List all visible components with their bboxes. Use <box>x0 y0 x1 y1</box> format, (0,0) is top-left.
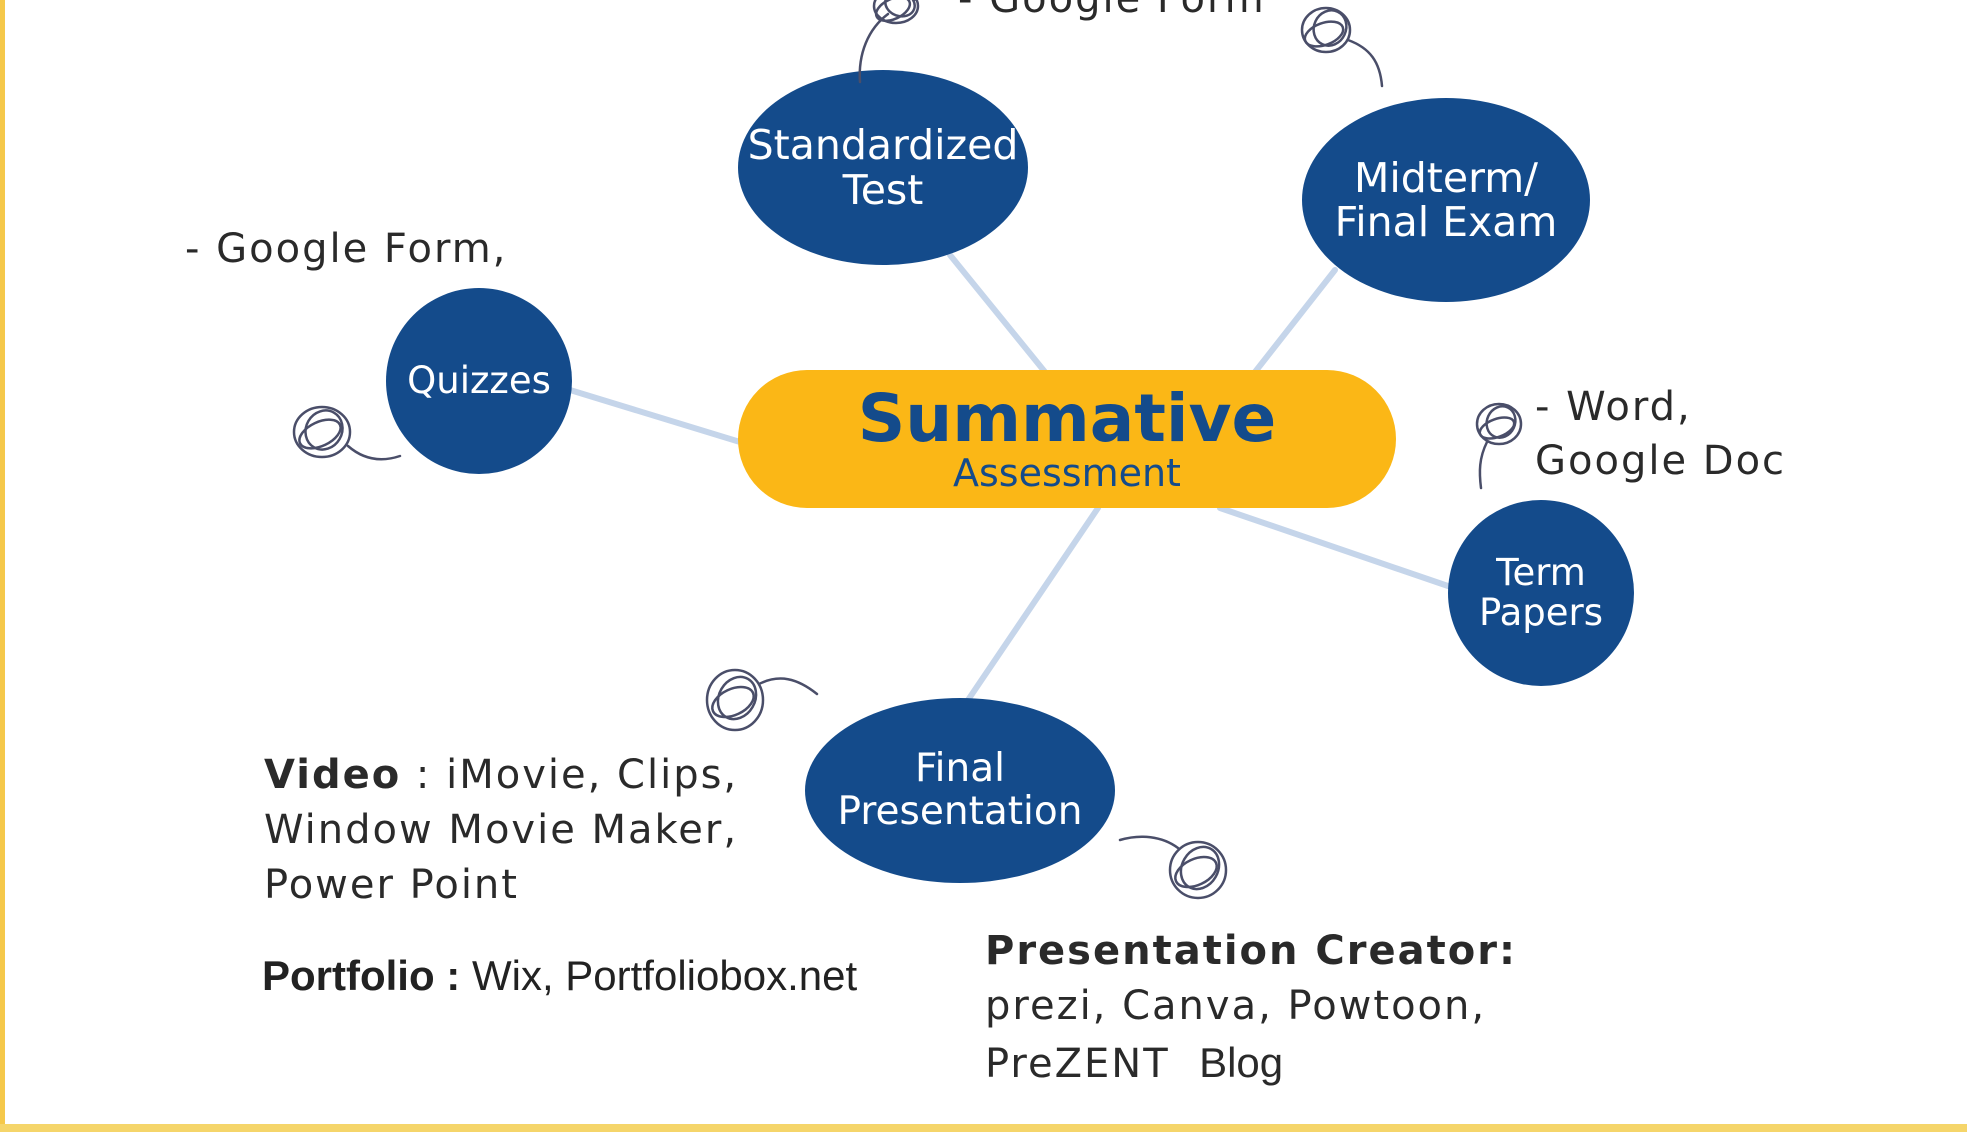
scribble-icon <box>1300 6 1384 88</box>
note-presentation-creator: Presentation Creator: prezi, Canva, Powt… <box>985 924 1517 1093</box>
scribble-icon <box>1118 835 1228 900</box>
note-term-papers-tools: - Word, Google Doc <box>1535 384 1787 484</box>
connector-midterm <box>1252 267 1338 375</box>
presentation-label: Presentation Creator: <box>985 928 1517 974</box>
frame-border-left <box>0 0 5 1132</box>
portfolio-label: Portfolio : <box>262 952 461 999</box>
node-midterm-final-exam: Midterm/ Final Exam <box>1302 98 1590 302</box>
note-quizzes-google-form: - Google Form, <box>185 226 508 272</box>
scribble-icon <box>705 668 819 732</box>
portfolio-tools: Wix, Portfoliobox.net <box>460 952 858 999</box>
node-quizzes: Quizzes <box>386 288 572 474</box>
scribble-icon <box>292 405 402 461</box>
blog-label: Blog <box>1199 1039 1284 1087</box>
note-standardized-google-form: - Google Form <box>958 0 1266 26</box>
node-standardized-test: Standardized Test <box>738 70 1028 265</box>
scribble-icon <box>858 0 920 84</box>
center-title: Summative <box>857 380 1277 457</box>
note-video-tools: Video : iMovie, Clips, Window Movie Make… <box>264 748 738 914</box>
note-portfolio-tools: Portfolio : Wix, Portfoliobox.net <box>262 952 857 1000</box>
connector-standardized <box>947 252 1048 375</box>
video-label: Video <box>264 752 402 798</box>
scribble-icon <box>1475 402 1523 490</box>
presentation-tools: prezi, Canva, Powtoon, PreZENT <box>985 983 1487 1088</box>
node-term-papers: Term Papers <box>1448 500 1634 686</box>
connector-final-presentation <box>965 505 1101 703</box>
video-tools: : iMovie, Clips, Window Movie Maker, Pow… <box>264 752 739 909</box>
center-subtitle: Assessment <box>953 451 1181 495</box>
connector-quizzes <box>567 387 743 445</box>
node-final-presentation: Final Presentation <box>805 698 1115 883</box>
frame-border-bottom <box>0 1124 1967 1132</box>
center-summative-assessment: Summative Assessment <box>738 370 1396 508</box>
connector-term-papers <box>1217 505 1451 589</box>
